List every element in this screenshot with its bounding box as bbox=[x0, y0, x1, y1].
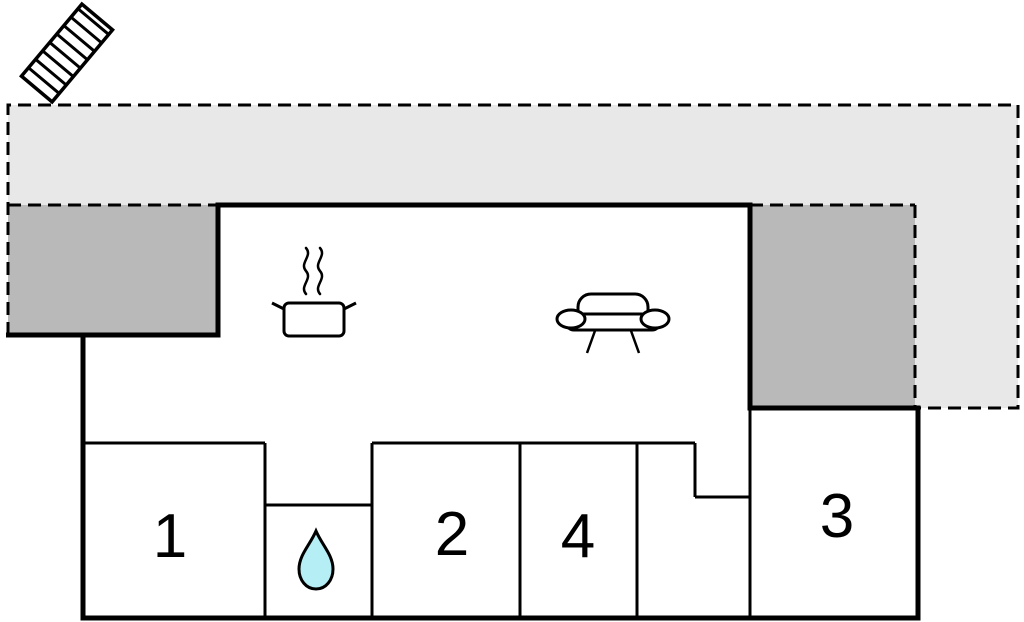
pot-handles bbox=[271, 301, 357, 311]
interior-walls bbox=[83, 408, 752, 618]
covered-terrace-left bbox=[8, 205, 218, 335]
sofa-icon bbox=[555, 292, 671, 354]
room-label-2: 2 bbox=[435, 500, 469, 569]
room-label-4: 4 bbox=[561, 502, 595, 571]
terrace-dashed-boundary bbox=[6, 103, 1020, 410]
room-label-1: 1 bbox=[153, 502, 187, 571]
water-drop-icon bbox=[297, 527, 335, 591]
room-label-3: 3 bbox=[820, 482, 854, 551]
steam-lines bbox=[302, 246, 324, 296]
stove-icon bbox=[271, 246, 357, 338]
stairs-icon bbox=[19, 1, 115, 105]
covered-terrace-right bbox=[750, 205, 915, 408]
sofa-legs bbox=[585, 327, 641, 354]
